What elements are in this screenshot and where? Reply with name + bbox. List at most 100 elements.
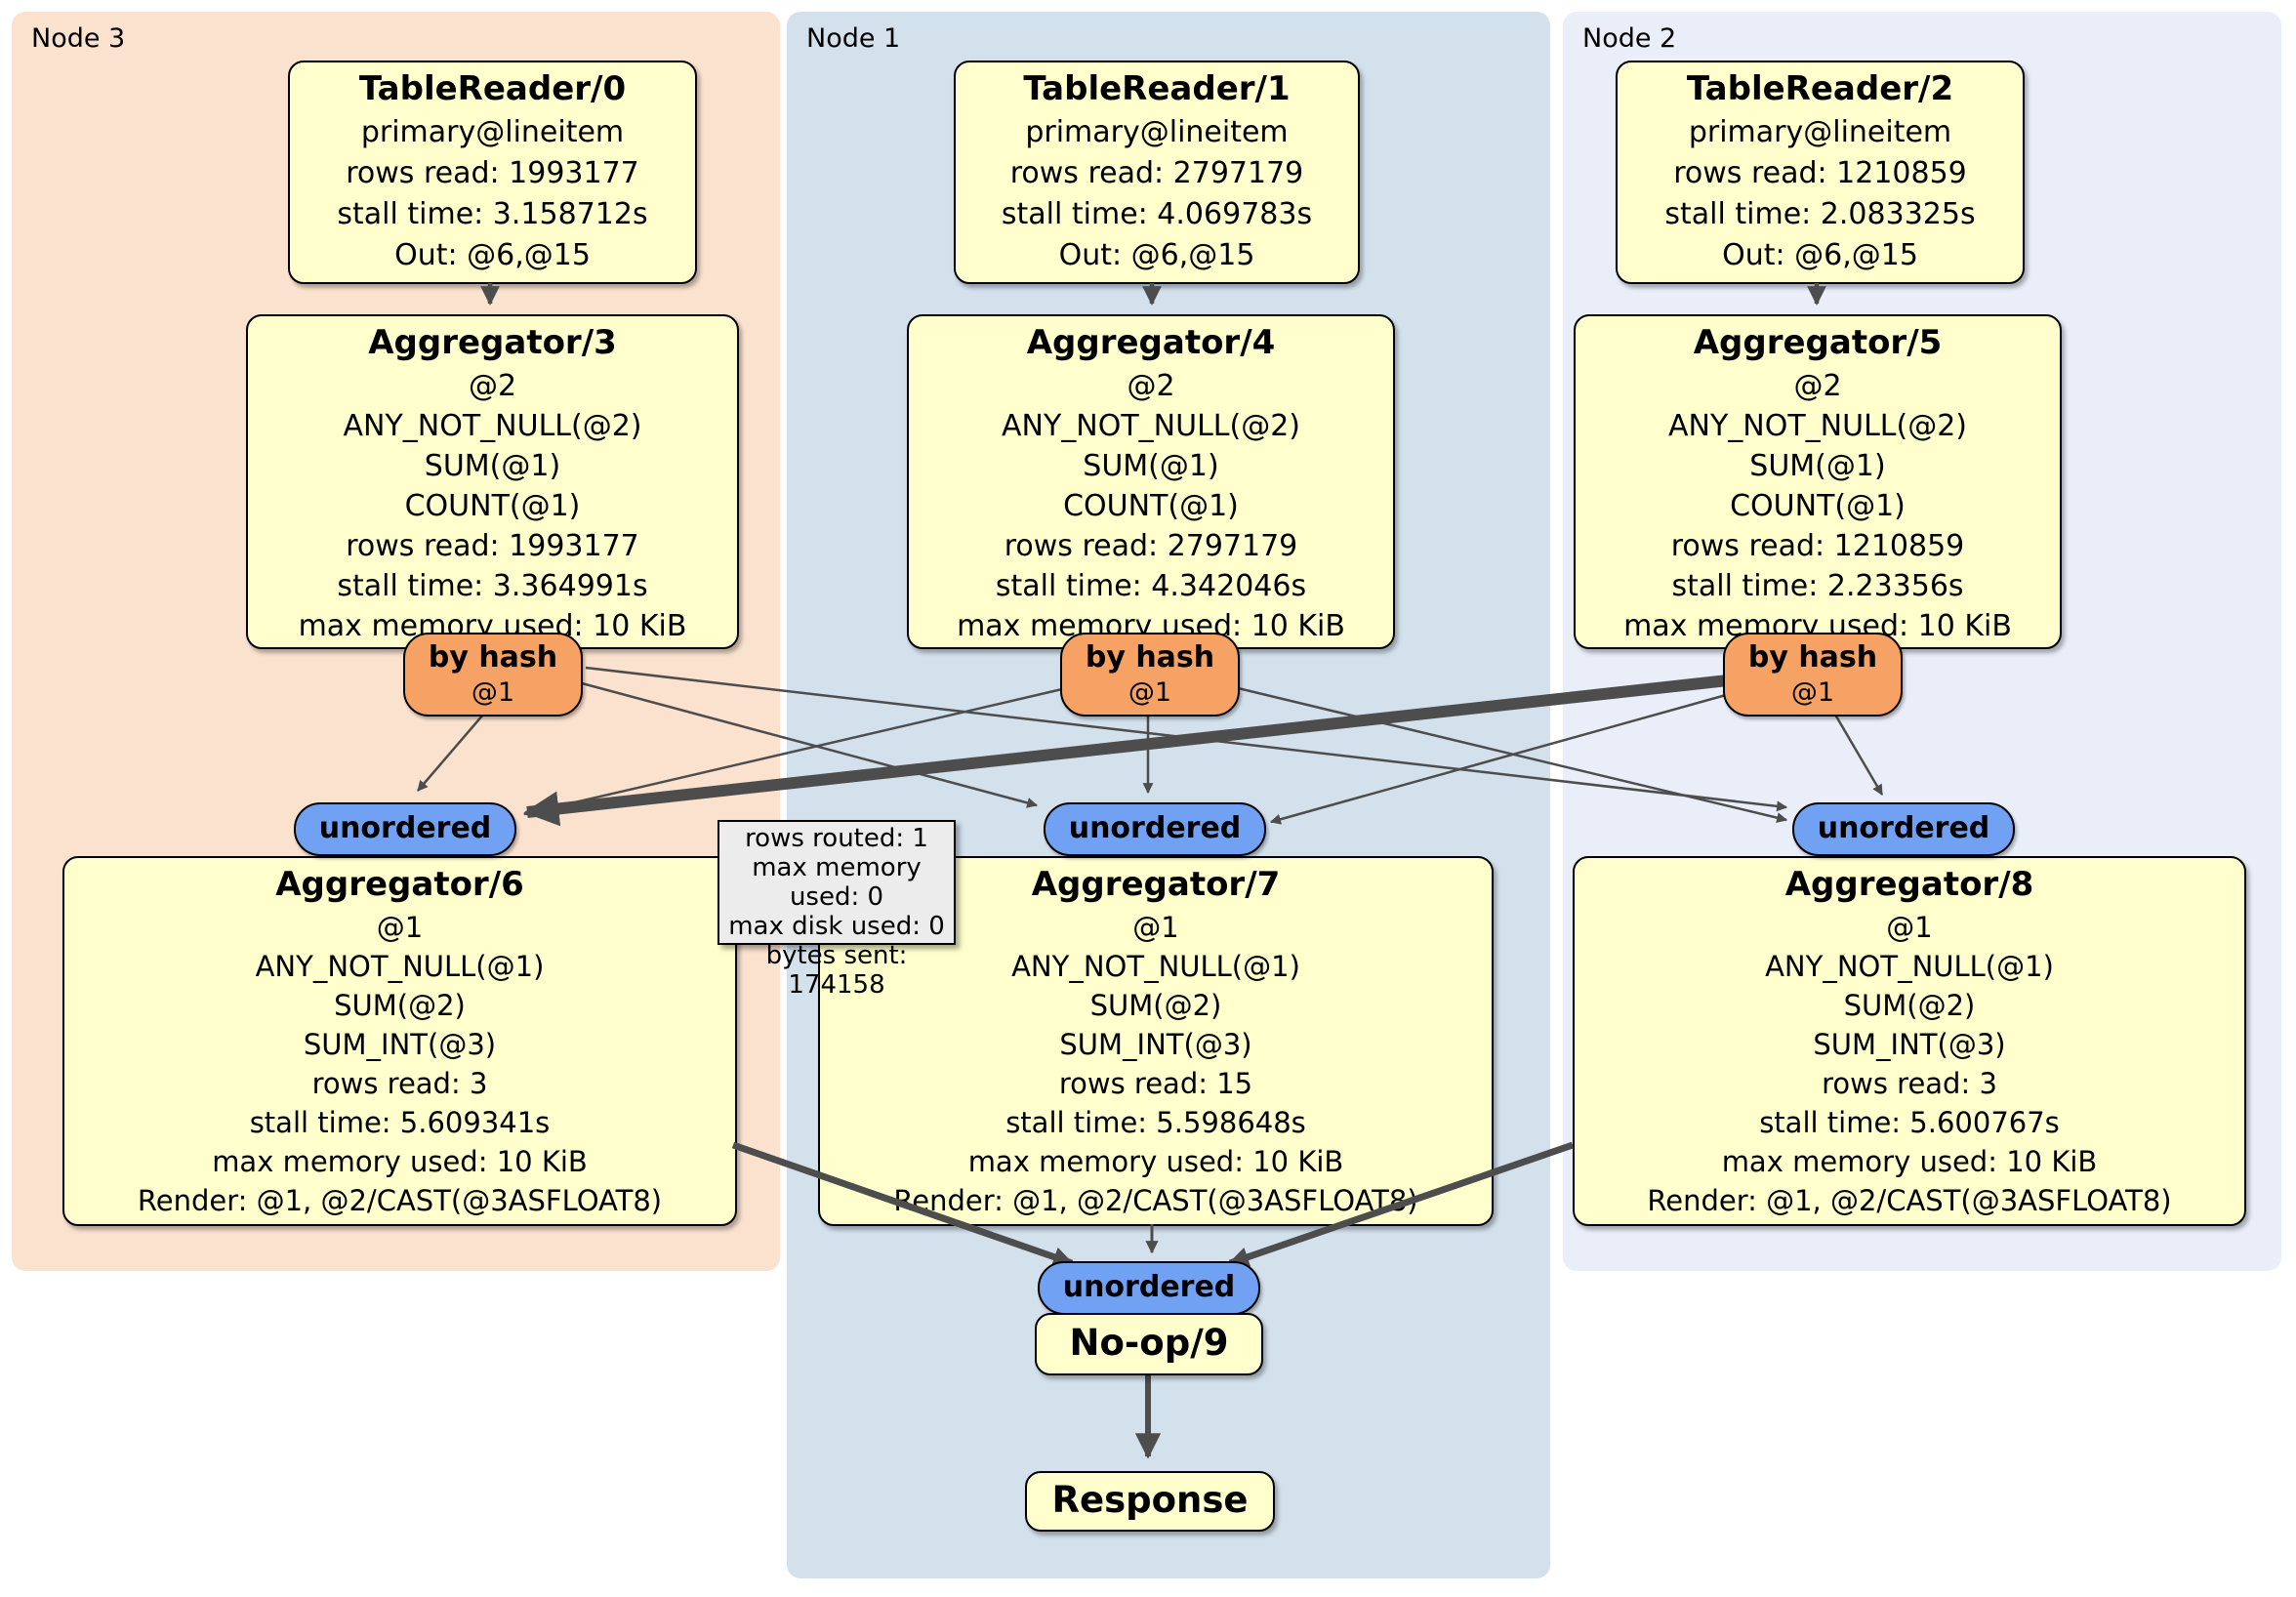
node1-label: Node 1 (806, 23, 901, 54)
hash-router-5: by hash @1 (1723, 633, 1903, 717)
stat-line: ANY_NOT_NULL(@1) (255, 950, 545, 983)
hash-router-4: by hash @1 (1060, 633, 1240, 717)
router-columns: @1 (1790, 677, 1835, 708)
unordered-sync-7: unordered (1044, 802, 1266, 856)
stat-line: stall time: 4.342046s (995, 569, 1307, 603)
processor-title: Aggregator/6 (275, 865, 524, 904)
stat-line: SUM(@2) (1843, 989, 1976, 1022)
stat-line: SUM(@1) (1749, 449, 1886, 483)
stat-line: SUM(@1) (424, 449, 561, 483)
stat-line: Render: @1, @2/CAST(@3ASFLOAT8) (893, 1184, 1418, 1217)
stat-line: Out: @6,@15 (394, 238, 591, 272)
processor-title: Response (1051, 1479, 1249, 1521)
unordered-sync-8: unordered (1792, 802, 2015, 856)
stat-line: @2 (1127, 369, 1175, 403)
stat-line: rows read: 3 (311, 1067, 488, 1100)
tooltip-line: rows routed: 1 (745, 824, 928, 853)
node3-label: Node 3 (31, 23, 126, 54)
processor-title: Aggregator/5 (1693, 323, 1943, 362)
stat-line: stall time: 5.600767s (1759, 1106, 2060, 1139)
edge-router3-sync6[interactable] (417, 714, 484, 792)
edge-router5-sync8[interactable] (1833, 714, 1884, 796)
processor-title: Aggregator/8 (1784, 865, 2034, 904)
stat-line: stall time: 5.598648s (1005, 1106, 1306, 1139)
stat-line: rows read: 2797179 (1009, 156, 1304, 190)
processor-box-aggregator-5: Aggregator/5 @2 ANY_NOT_NULL(@2) SUM(@1)… (1574, 314, 2062, 649)
stat-line: stall time: 5.609341s (249, 1106, 551, 1139)
processor-box-tablereader-0: TableReader/0 primary@lineitem rows read… (288, 61, 697, 284)
stat-line: stall time: 2.083325s (1664, 197, 1976, 231)
stat-line: max memory used: 10 KiB (212, 1145, 588, 1178)
edge-router4-sync6[interactable] (522, 687, 1063, 818)
router-label: by hash (1747, 640, 1878, 675)
stat-line: ANY_NOT_NULL(@2) (343, 409, 642, 443)
stat-line: @1 (1886, 911, 1933, 944)
processor-box-aggregator-6: Aggregator/6 @1 ANY_NOT_NULL(@1) SUM(@2)… (62, 856, 737, 1226)
stat-line: Render: @1, @2/CAST(@3ASFLOAT8) (137, 1184, 663, 1217)
stat-line: @1 (376, 911, 424, 944)
processor-title: TableReader/1 (1023, 69, 1291, 108)
stat-line: @1 (1132, 911, 1179, 944)
stat-line: rows read: 1210859 (1673, 156, 1967, 190)
stat-line: rows read: 1210859 (1670, 529, 1965, 563)
stat-line: stall time: 4.069783s (1001, 197, 1313, 231)
edge-agg6-sync9[interactable] (731, 1141, 1074, 1267)
stat-line: stall time: 3.364991s (337, 569, 648, 603)
router-label: by hash (1085, 640, 1215, 675)
stat-line: @2 (1793, 369, 1842, 403)
stat-line: rows read: 1993177 (346, 529, 639, 563)
processor-box-tablereader-2: TableReader/2 primary@lineitem rows read… (1616, 61, 2025, 284)
unordered-sync-9: unordered (1038, 1261, 1260, 1315)
stat-line: SUM_INT(@3) (1059, 1028, 1252, 1061)
stat-line: COUNT(@1) (1730, 489, 1906, 523)
stat-line: Out: @6,@15 (1058, 238, 1255, 272)
stat-line: rows read: 15 (1058, 1067, 1253, 1100)
processor-title: No-op/9 (1069, 1322, 1229, 1364)
edge-agg8-sync9[interactable] (1228, 1141, 1575, 1267)
stat-line: @2 (468, 369, 517, 403)
stat-line: SUM(@1) (1083, 449, 1219, 483)
stat-line: stall time: 3.158712s (337, 197, 648, 231)
processor-title: TableReader/2 (1686, 69, 1954, 108)
processor-box-noop-9: No-op/9 (1035, 1313, 1263, 1375)
stat-line: ANY_NOT_NULL(@2) (1002, 409, 1300, 443)
edge-router5-sync6-highlighted[interactable] (523, 675, 1729, 827)
stat-line: max memory used: 10 KiB (967, 1145, 1344, 1178)
stat-line: COUNT(@1) (1063, 489, 1239, 523)
edge-router4-sync8[interactable] (1233, 685, 1788, 824)
router-label: by hash (428, 640, 558, 675)
router-columns: @1 (471, 677, 515, 708)
stat-line: COUNT(@1) (404, 489, 581, 523)
edge-router3-sync7[interactable] (581, 681, 1039, 808)
stat-line: SUM(@2) (1089, 989, 1222, 1022)
stat-line: stall time: 2.23356s (1671, 569, 1964, 603)
processor-title: Aggregator/4 (1026, 323, 1276, 362)
stat-line: primary@lineitem (360, 115, 625, 149)
processor-box-tablereader-1: TableReader/1 primary@lineitem rows read… (954, 61, 1360, 284)
stat-line: rows read: 1993177 (346, 156, 639, 190)
stat-line: Out: @6,@15 (1722, 238, 1918, 272)
tooltip-line: bytes sent: 174158 (765, 941, 908, 1000)
stream-stats-tooltip: rows routed: 1 max memory used: 0 max di… (718, 820, 956, 1000)
hash-router-3: by hash @1 (403, 633, 583, 717)
unordered-sync-6: unordered (294, 802, 516, 856)
stat-line: SUM_INT(@3) (303, 1028, 497, 1061)
stat-line: ANY_NOT_NULL(@1) (1765, 950, 2054, 983)
processor-box-response: Response (1025, 1471, 1275, 1532)
edge-router5-sync7[interactable] (1269, 693, 1727, 825)
tooltip-line: max memory used: 0 (752, 853, 922, 912)
processor-box-aggregator-8: Aggregator/8 @1 ANY_NOT_NULL(@1) SUM(@2)… (1573, 856, 2246, 1226)
stat-line: rows read: 3 (1822, 1067, 1997, 1100)
stat-line: rows read: 2797179 (1004, 529, 1298, 563)
tooltip-line: max disk used: 0 (728, 912, 945, 941)
router-columns: @1 (1128, 677, 1172, 708)
processor-title: Aggregator/3 (368, 323, 617, 362)
stat-line: primary@lineitem (1025, 115, 1289, 149)
stat-line: max memory used: 10 KiB (1721, 1145, 2098, 1178)
stat-line: primary@lineitem (1688, 115, 1952, 149)
processor-title: Aggregator/7 (1031, 865, 1281, 904)
stat-line: ANY_NOT_NULL(@2) (1668, 409, 1967, 443)
stat-line: SUM_INT(@3) (1813, 1028, 2006, 1061)
